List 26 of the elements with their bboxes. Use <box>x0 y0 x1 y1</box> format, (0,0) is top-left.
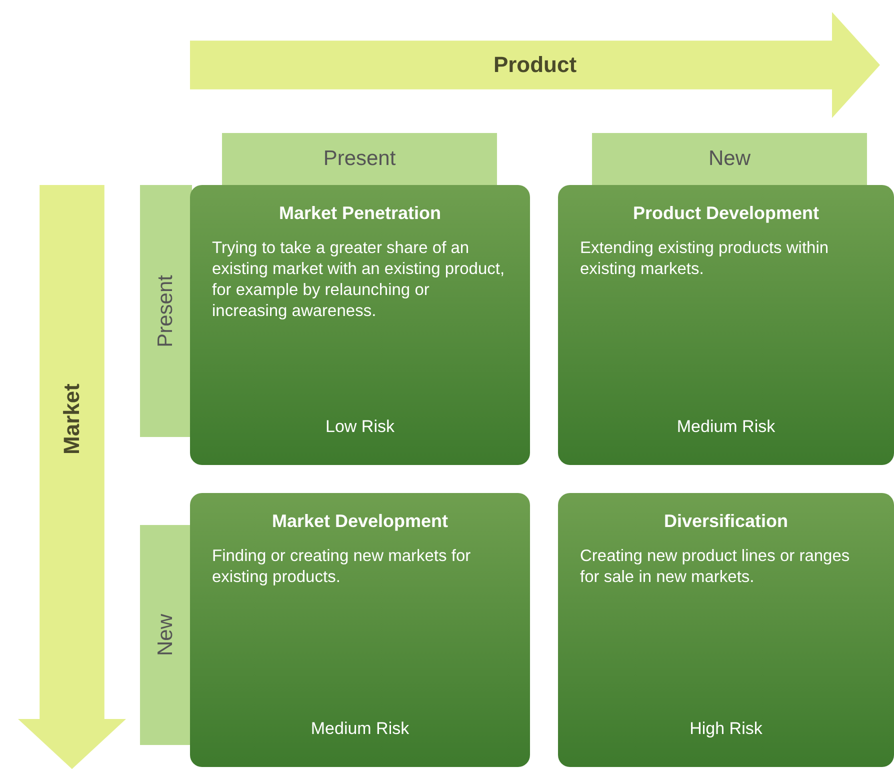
axis-label: Market <box>59 383 85 454</box>
quadrant-card <box>558 185 894 465</box>
header-band <box>140 185 192 437</box>
risk-label: Medium Risk <box>310 719 410 739</box>
card-text: Finding or creating new markets for existing products. <box>212 546 472 588</box>
card-title: Market Penetration <box>278 203 442 224</box>
header-label: New <box>154 614 178 656</box>
axis-label: Product <box>493 52 577 78</box>
header-label: Present <box>154 274 178 348</box>
quadrant-card <box>558 493 894 767</box>
risk-label: High Risk <box>688 719 764 739</box>
header-label: Present <box>323 147 396 171</box>
card-title: Product Development <box>632 203 820 224</box>
card-text: Creating new product lines or ranges for sale in new markets. <box>580 546 851 588</box>
header-band <box>222 133 497 185</box>
card-title: Diversification <box>662 511 790 532</box>
card-text: Extending existing products within existing markets. <box>580 238 830 280</box>
card-title: Market Development <box>270 511 450 532</box>
header-band <box>140 525 192 745</box>
risk-label: Low Risk <box>324 417 396 437</box>
card-text: Trying to take a greater share of an existing market with an existing product, for example by relaunching or increasing awareness. <box>212 238 506 322</box>
header-band <box>592 133 867 185</box>
quadrant-card <box>190 185 530 465</box>
header-label: New <box>708 147 750 171</box>
risk-label: Medium Risk <box>676 417 776 437</box>
quadrant-card <box>190 493 530 767</box>
